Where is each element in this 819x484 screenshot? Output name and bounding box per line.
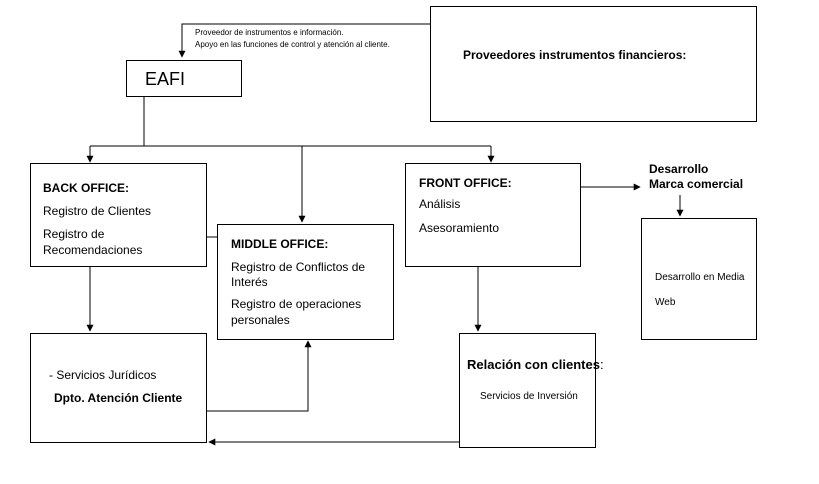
web-media-line-1: Desarrollo en Media	[655, 272, 745, 283]
annotation-line-2: Apoyo en las funciones de control y aten…	[195, 40, 390, 49]
middle-office-title: MIDDLE OFFICE:	[231, 237, 329, 251]
middle-office-item-conflicts-2: Interés	[231, 275, 268, 289]
front-office-title: FRONT OFFICE:	[419, 176, 512, 190]
web-media-line-2: Web	[655, 297, 676, 308]
front-office-box: FRONT OFFICE: Análisis Asesoramiento	[405, 163, 581, 267]
brand-title-line-1: Desarrollo	[649, 162, 709, 176]
services-item-customer-care: Dpto. Atención Cliente	[54, 391, 183, 405]
eafi-box: EAFI	[126, 60, 242, 97]
client-relations-title-text: Relación con clientes	[467, 357, 600, 372]
middle-office-item-operations-1: Registro de operaciones	[231, 297, 362, 311]
middle-office-item-operations-2: personales	[231, 313, 290, 327]
services-to-middle-arrow	[206, 340, 312, 412]
middle-office-item-conflicts-1: Registro de Conflictos de	[231, 260, 366, 274]
services-box: - Servicios Jurídicos Dpto. Atención Cli…	[30, 333, 207, 443]
back-office-box: BACK OFFICE: Registro de Clientes Regist…	[30, 163, 207, 267]
front-office-item-advisory: Asesoramiento	[419, 221, 500, 235]
client-relations-title: Relación con clientes:	[467, 357, 604, 372]
front-office-item-analysis: Análisis	[419, 197, 461, 211]
client-relations-title-suffix: :	[599, 357, 604, 372]
client-relations-box: Relación con clientes: Servicios de Inve…	[459, 333, 604, 448]
providers-to-eafi-arrow	[178, 23, 430, 58]
back-office-title: BACK OFFICE:	[43, 181, 129, 195]
back-office-item-recommendations-1: Registro de	[43, 227, 105, 241]
providers-box: Proveedores instrumentos financieros:	[430, 6, 757, 122]
brand-title-line-2: Marca comercial	[649, 177, 744, 191]
eafi-label: EAFI	[145, 69, 186, 89]
middle-office-box: MIDDLE OFFICE: Registro de Conflictos de…	[217, 224, 394, 340]
web-media-box: Desarrollo en Media Web	[641, 218, 757, 340]
providers-title: Proveedores instrumentos financieros:	[463, 48, 687, 62]
client-relations-item-investment: Servicios de Inversión	[480, 391, 578, 402]
annotation-line-1: Proveedor de instrumentos e información.	[195, 28, 344, 37]
back-office-item-recommendations-2: Recomendaciones	[43, 243, 143, 257]
services-item-legal: - Servicios Jurídicos	[49, 368, 157, 382]
back-office-item-clients: Registro de Clientes	[43, 204, 152, 218]
